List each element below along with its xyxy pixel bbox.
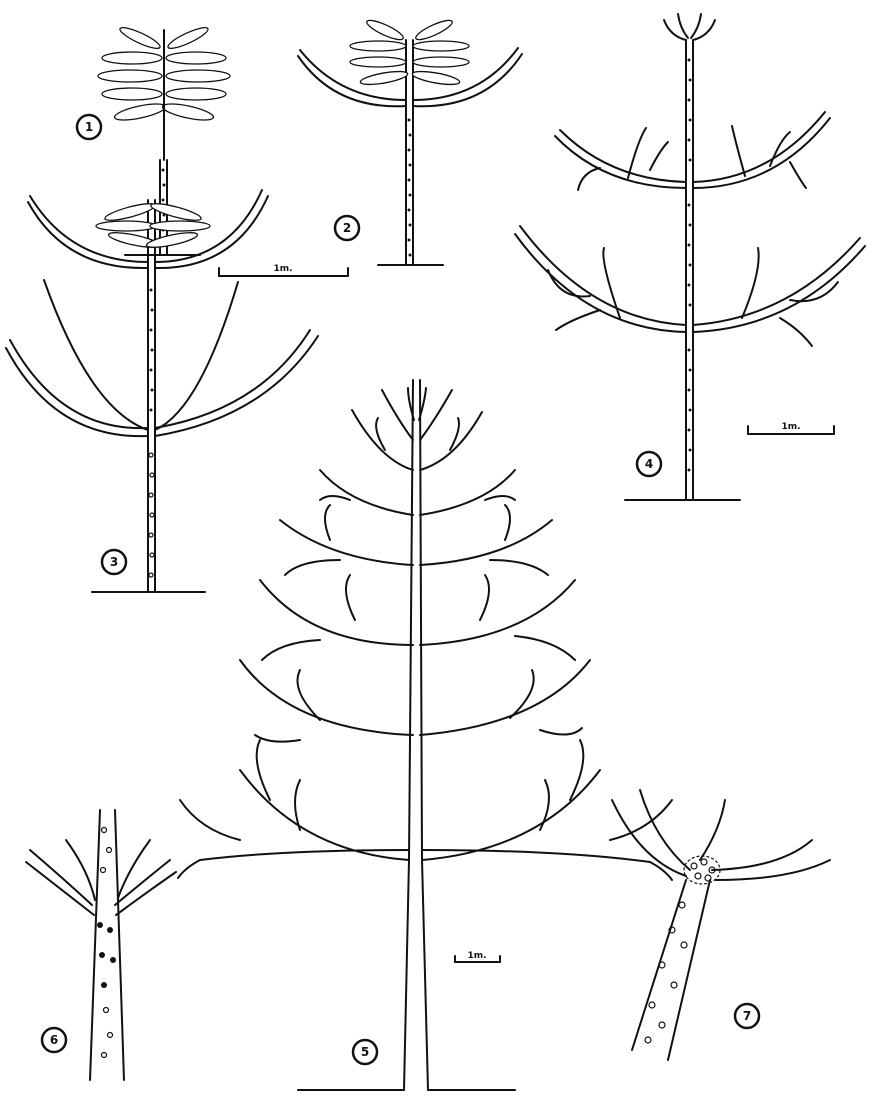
figure-1-leaf-rosette	[98, 24, 230, 160]
figure-5-tier-1	[320, 470, 515, 515]
figure-4-trunk-dots	[688, 59, 692, 472]
figure-2-leaf-rosette	[350, 17, 469, 87]
figure-5-mature-tree: 5	[178, 380, 672, 1090]
scale-bar-b: 1m.	[748, 422, 834, 434]
figure-6-label: 6	[50, 1033, 58, 1047]
scale-bar-b-label: 1m.	[781, 422, 800, 432]
figure-5-tier-2	[280, 505, 552, 575]
figure-6-branch-junction-detail: 6	[26, 810, 176, 1080]
figure-4-apex	[664, 14, 715, 40]
scale-bar-c: 1m.	[455, 951, 500, 962]
figure-2-label: 2	[343, 221, 351, 235]
figure-3-trunk-dots	[149, 289, 154, 578]
figure-7-node-detail: 7	[612, 790, 830, 1060]
figure-2-branch-tier	[298, 48, 522, 106]
figure-6-trunk-markings	[97, 828, 116, 1058]
figure-5-tier-4	[240, 660, 590, 742]
figure-2-young-tree: 2	[298, 17, 522, 265]
figure-5-tier-3	[260, 575, 575, 660]
figure-1-label: 1	[85, 120, 93, 134]
figure-1-seedling: 1	[77, 24, 230, 255]
figure-5-label: 5	[361, 1045, 369, 1059]
scale-bar-a-label: 1m.	[273, 264, 292, 274]
figure-7-trunk-markings	[645, 902, 687, 1043]
figure-3-two-tier-tree: 3	[6, 190, 318, 592]
figure-7-label: 7	[743, 1009, 751, 1023]
figure-5-tier-5	[178, 740, 672, 880]
figure-2-trunk-dots	[408, 119, 412, 257]
figure-4-label: 4	[645, 457, 653, 471]
scale-bar-c-label: 1m.	[467, 951, 486, 961]
figure-3-lower-tier	[6, 280, 318, 436]
figure-3-label: 3	[110, 555, 118, 569]
figure-3-leaf-rosette	[96, 200, 210, 250]
scale-bar-a: 1m.	[219, 264, 348, 276]
figure-4-tiered-tree: 4	[515, 14, 865, 500]
figure-5-top-crown	[352, 388, 482, 470]
